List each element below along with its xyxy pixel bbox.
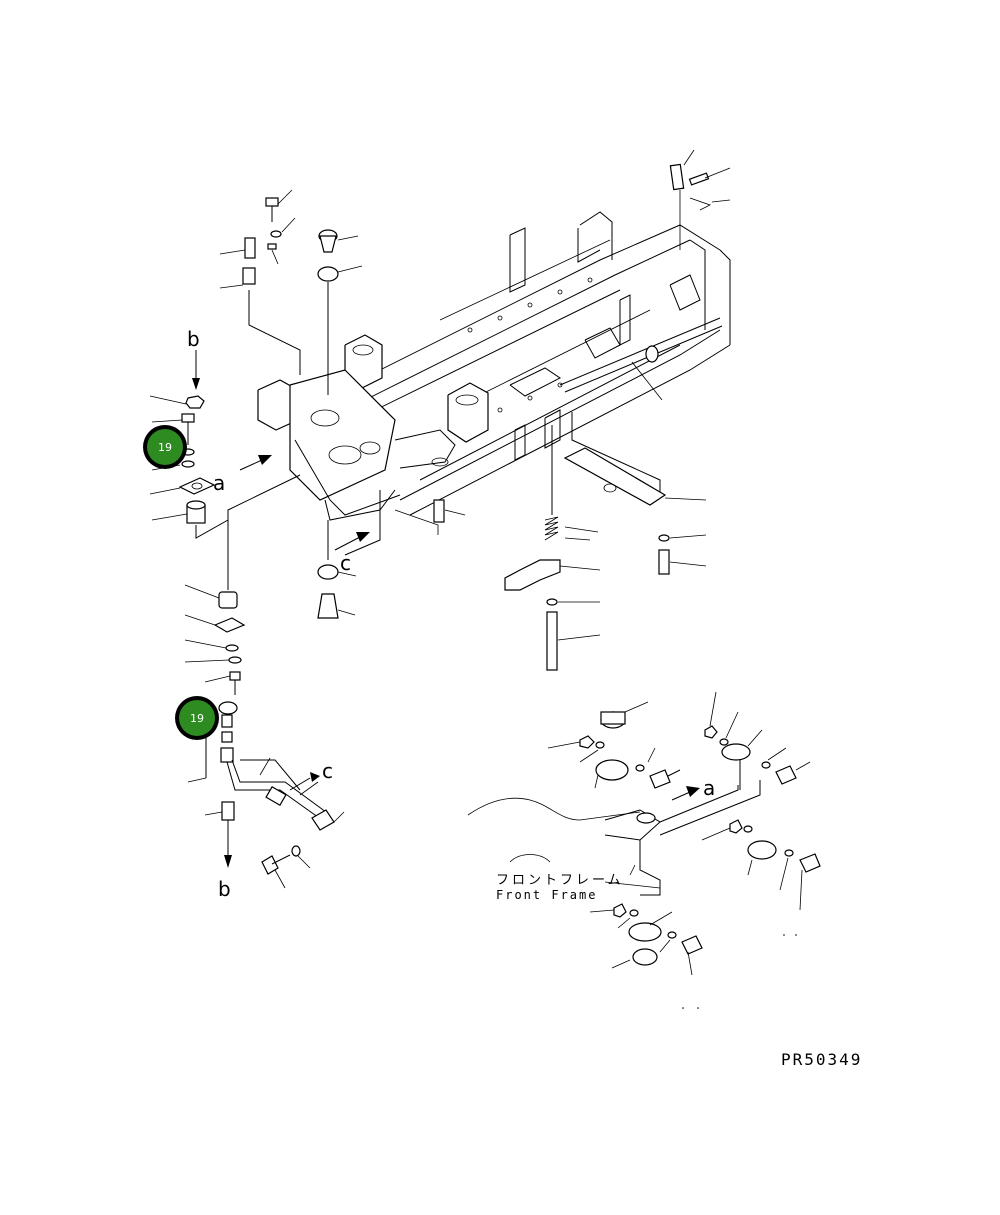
frame-leaders (631, 361, 663, 401)
part-badge-19-lower[interactable]: 19 (175, 696, 219, 740)
callout-c-right: c (322, 759, 333, 783)
badge-label: 19 (158, 441, 172, 454)
mid-lower-parts (184, 584, 345, 889)
badge-label: 19 (190, 712, 204, 725)
callout-a-left: a (213, 471, 225, 495)
left-stack-parts (149, 350, 301, 590)
part-badge-19-upper[interactable]: 19 (143, 425, 187, 469)
top-right-pin (669, 149, 731, 250)
upper-left-parts (219, 189, 363, 395)
callout-c-mid: c (340, 551, 351, 575)
front-frame-label-en: Front Frame (496, 888, 597, 902)
main-frame (257, 211, 731, 521)
rail-holes (467, 277, 593, 413)
callout-b-bottom: b (218, 877, 231, 901)
callout-a-right: a (703, 776, 715, 800)
front-frame-detail (467, 691, 821, 1009)
drawing-id: PR50349 (781, 1050, 862, 1069)
front-frame-label-jp: フロントフレーム (496, 873, 624, 888)
callout-b-top: b (187, 327, 200, 351)
lower-center-parts (317, 412, 707, 671)
